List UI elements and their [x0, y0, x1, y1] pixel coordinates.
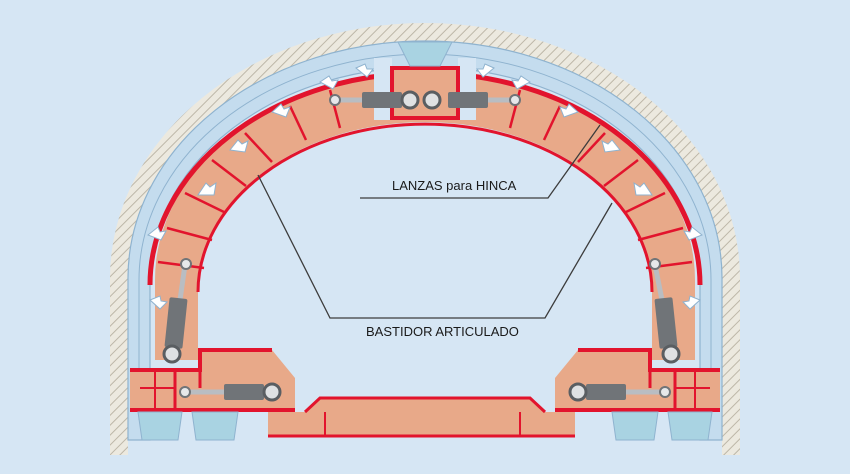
label-bastidor-articulado: BASTIDOR ARTICULADO	[366, 324, 519, 339]
forepoling-lining	[127, 40, 723, 441]
leader-lines	[257, 124, 613, 319]
base-pads	[137, 411, 713, 441]
crown-gap-left	[374, 58, 392, 120]
label-lanzas-para-hinca: LANZAS para HINCA	[392, 178, 517, 193]
crown-jack-left	[329, 90, 420, 110]
base-jack-right	[568, 382, 671, 402]
crown-jack-right	[422, 90, 521, 110]
frame-inner-edge	[196, 122, 654, 293]
crown-gap-right	[458, 58, 476, 120]
forepoling-arrows	[147, 63, 703, 310]
brick-ring	[155, 72, 695, 360]
invert-beam	[268, 396, 575, 438]
crown-block	[390, 66, 460, 120]
side-jack-left	[162, 258, 192, 364]
crown-pad	[397, 41, 453, 67]
base-jack-left	[179, 382, 282, 402]
side-jack-right	[649, 258, 681, 364]
